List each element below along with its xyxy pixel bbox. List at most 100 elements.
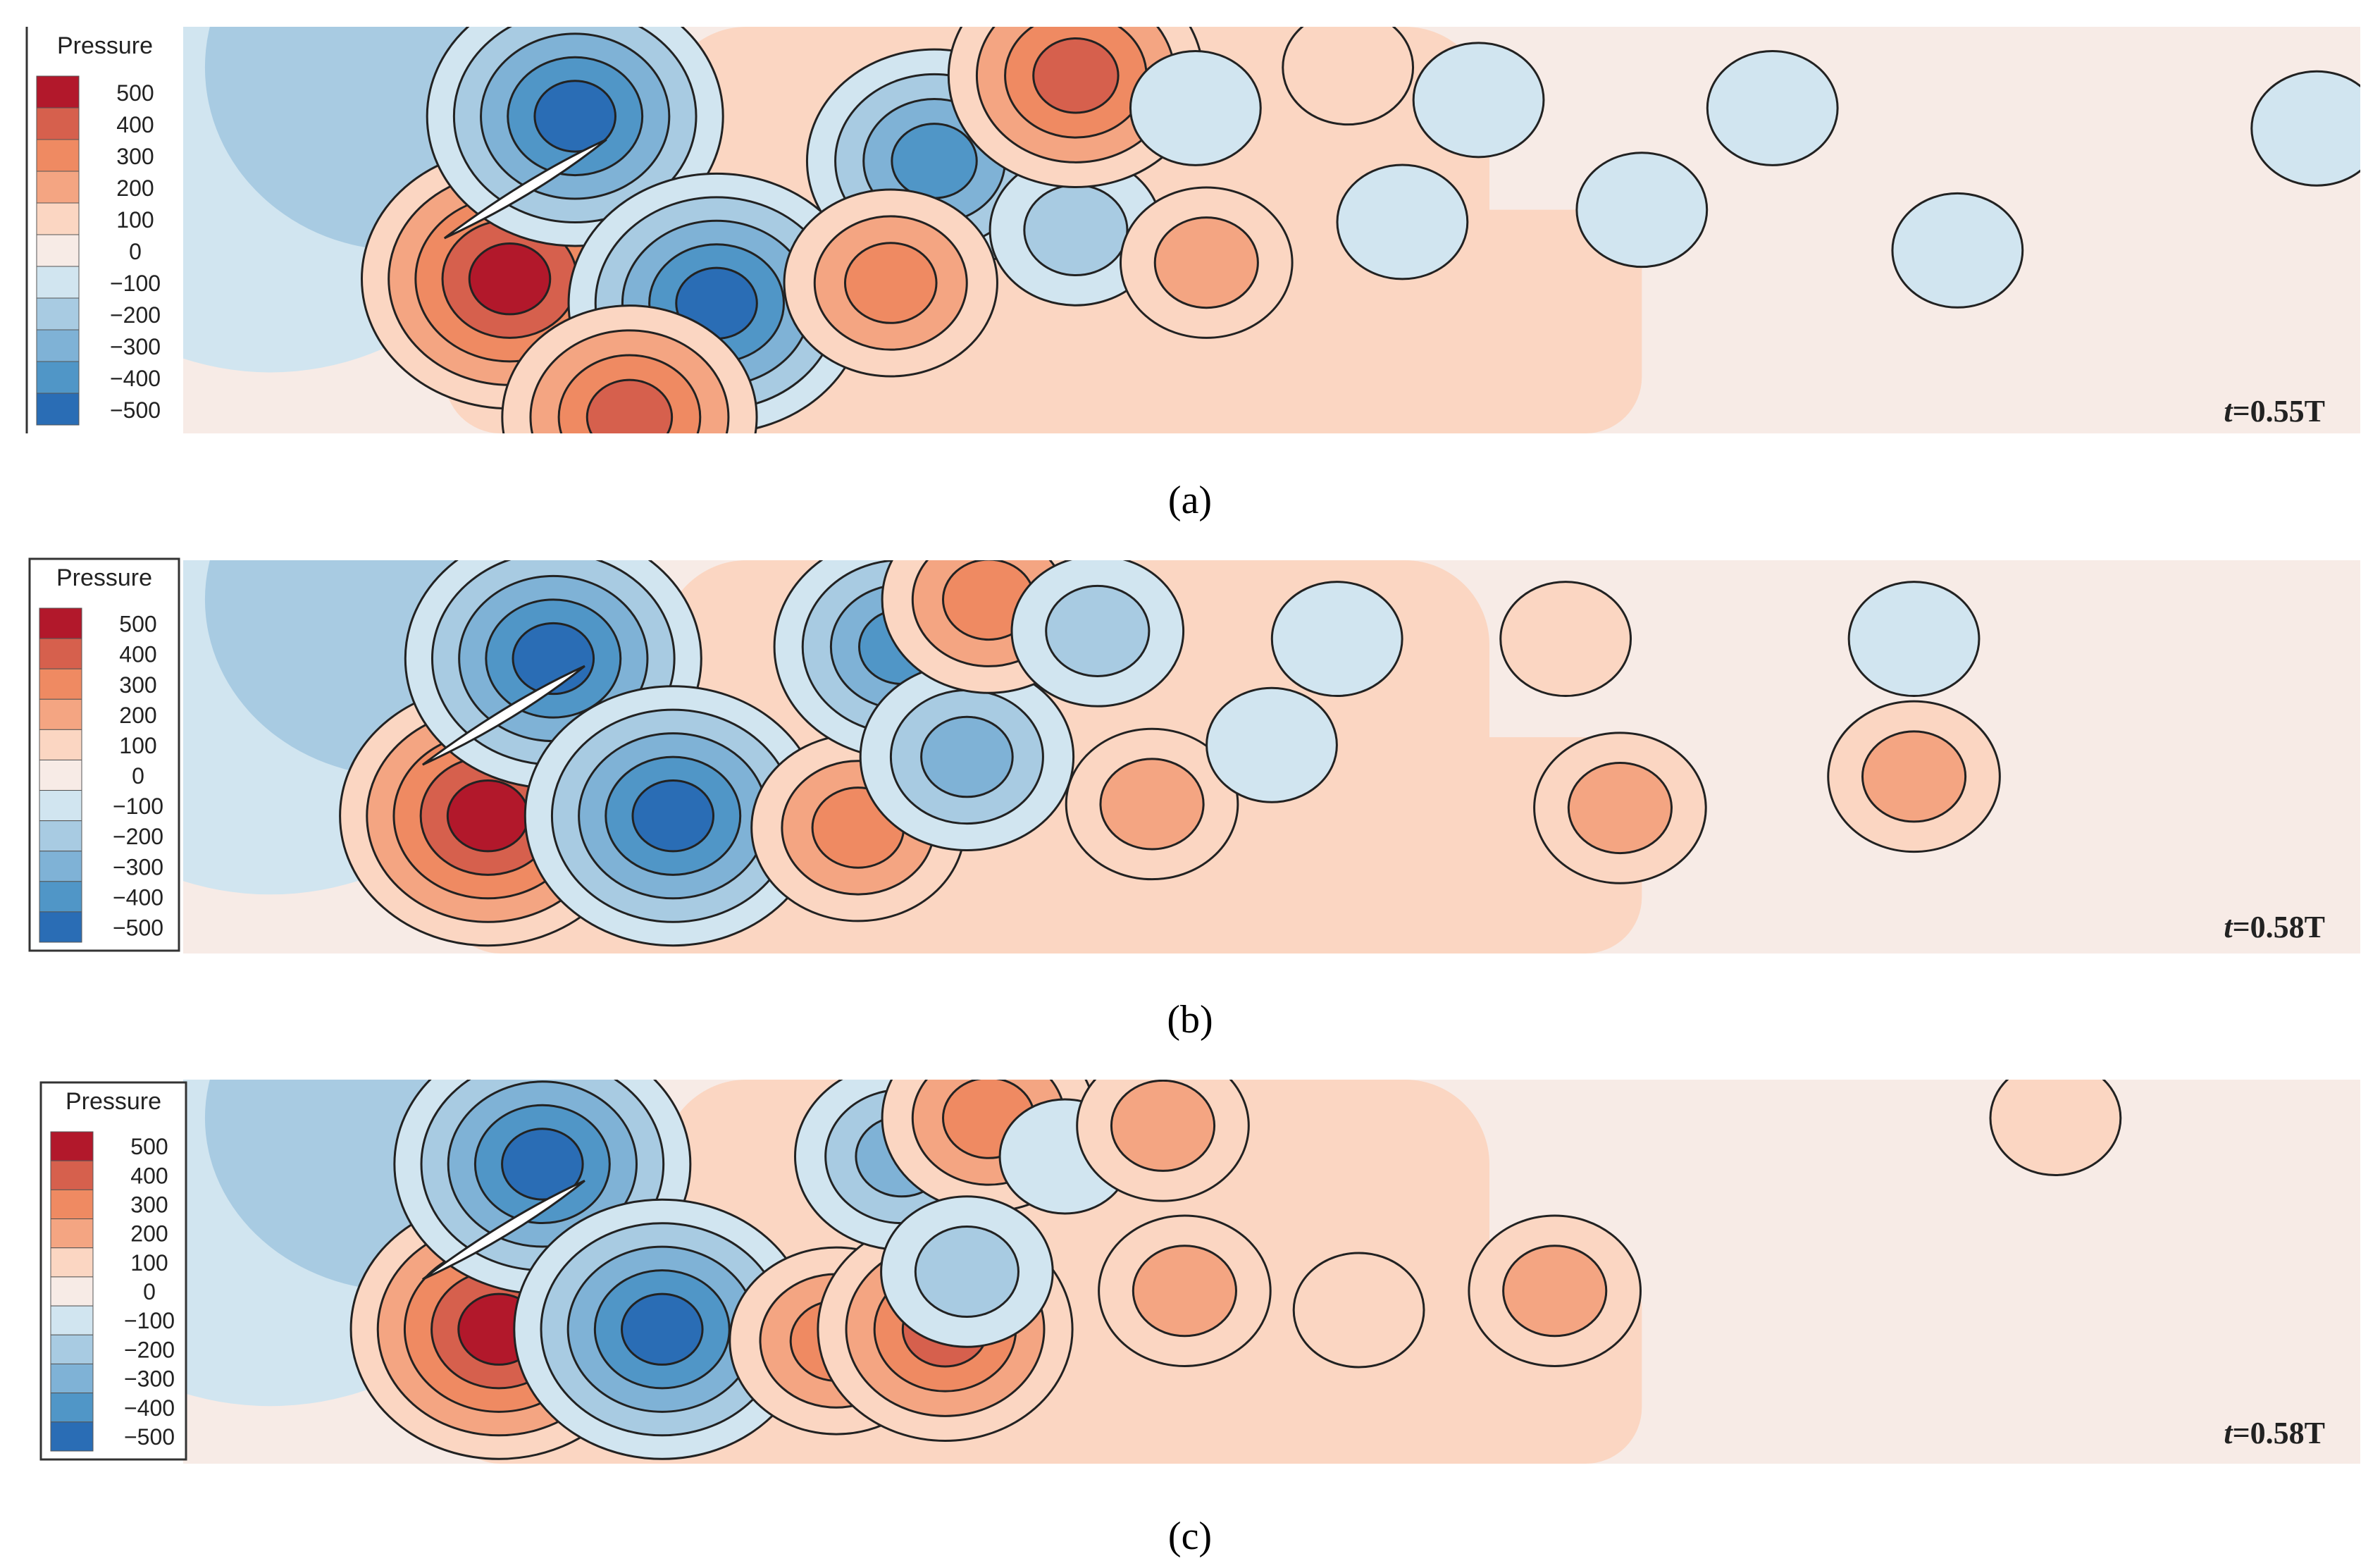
legend-level-label: −200 [110,302,161,328]
contour-13-level-1 [1292,1252,1425,1369]
legend-swatch [39,911,82,943]
legend-swatch [50,1393,94,1423]
legend-swatch [39,759,82,791]
contour-13-level-2 [1567,762,1673,855]
legend-level-label: −300 [113,854,163,879]
legend-swatch [39,698,82,730]
time-label-b-t: t [2224,910,2233,944]
panel-a: Pressure5004003002001000−100−200−300−400… [25,27,2360,522]
legend-swatch [36,234,80,267]
contour-4-level-4 [585,378,674,433]
legend-level-label: −500 [110,397,161,423]
time-label-b-rest: =0.58T [2233,910,2325,944]
legend-level-label: −300 [110,334,161,359]
panel-label-c: (c) [1168,1514,1212,1558]
time-label-c-rest: =0.58T [2233,1416,2325,1450]
legend-swatch [36,202,80,235]
contour-13-level-1 [1336,163,1469,280]
legend-level-label: 100 [119,733,156,758]
contour-16-level-1 [1891,192,2024,309]
contour-6-level-3 [920,715,1014,798]
legend-swatch [36,393,80,426]
legend-swatch [50,1305,94,1335]
contour-8-level-3 [843,242,938,324]
field-extrema-b [339,560,2001,947]
legend-level-label: −400 [113,884,163,910]
contour-6-level-2 [1023,183,1129,277]
contour-3-level-5 [621,1292,704,1366]
contour-7-level-4 [1032,37,1120,114]
legend-level-label: 0 [132,763,144,789]
legend-swatch [36,297,80,331]
legend-level-label: 100 [116,207,154,233]
contour-2-level-5 [501,1128,584,1201]
legend-swatch [39,729,82,760]
contour-15-level-1 [1706,49,1839,166]
foil-shape [422,1180,585,1280]
contour-10-level-2 [1110,1080,1216,1172]
contour-8-level-2 [1045,584,1151,677]
legend-swatch [39,607,82,639]
legend-level-label: 300 [130,1192,168,1217]
pressure-field-b [183,560,2360,953]
legend-swatch [50,1421,94,1452]
time-label-b: t=0.58T [2224,910,2325,944]
pressure-legend-b: Pressure5004003002001000−100−200−300−400… [28,557,180,952]
legend-level-label: 0 [129,239,142,264]
contour-14-level-1 [1575,152,1709,268]
legend-title: Pressure [66,1088,161,1115]
contour-9-level-2 [1153,216,1259,309]
legend-level-label: 500 [116,80,154,106]
legend-swatch [39,851,82,882]
panel-b: Pressure5004003002001000−100−200−300−400… [28,557,2360,1042]
time-label-c-t: t [2224,1416,2233,1450]
legend-swatch [50,1334,94,1364]
field-extrema-a [361,27,2360,433]
legend-swatch [36,139,80,172]
contour-2-level-5 [512,622,595,696]
panel-label-a: (a) [1168,479,1212,522]
legend-level-label: −400 [124,1395,175,1421]
panel-c: Pressure5004003002001000−100−200−300−400… [39,1080,2360,1558]
legend-title: Pressure [57,32,153,59]
legend-swatch [36,75,80,109]
legend-level-label: 300 [116,144,154,169]
contour-15-level-2 [1861,730,1967,823]
time-label-a: t=0.55T [2224,394,2325,428]
legend-level-label: −200 [124,1337,175,1362]
legend-level-label: −100 [124,1308,175,1333]
legend-swatch [50,1131,94,1161]
legend-swatch [39,790,82,822]
contour-12-level-1 [1499,581,1632,698]
legend-level-label: 500 [130,1134,168,1159]
pressure-legend-a: Pressure5004003002001000−100−200−300−400… [25,27,183,433]
legend-swatch [36,266,80,299]
legend-level-label: 400 [130,1163,168,1188]
contour-12-level-2 [1502,1245,1608,1338]
legend-swatch [36,329,80,362]
time-label-a-t: t [2224,394,2233,428]
contour-8-level-2 [914,1225,1019,1319]
pressure-field-c [183,1080,2360,1464]
contour-1-level-5 [446,779,530,853]
pressure-field-a [183,27,2360,433]
legend-swatch [36,107,80,140]
legend-swatch [50,1189,94,1220]
foil-shape [422,665,585,766]
contour-14-level-1 [1847,581,1981,698]
legend-swatch [39,638,82,669]
contour-9-level-2 [1099,758,1205,851]
legend-level-label: −500 [113,915,163,941]
legend-level-label: 200 [130,1221,168,1247]
panel-label-b: (b) [1167,998,1213,1042]
legend-level-label: −100 [113,794,163,819]
legend-level-label: −200 [113,824,163,849]
legend-swatch [39,820,82,852]
contour-11-level-2 [1132,1245,1237,1338]
contour-10-level-1 [1129,49,1262,166]
contour-10-level-1 [1206,686,1338,803]
legend-swatch [36,171,80,204]
contour-2-level-5 [533,80,616,153]
legend-level-label: 100 [130,1250,168,1276]
